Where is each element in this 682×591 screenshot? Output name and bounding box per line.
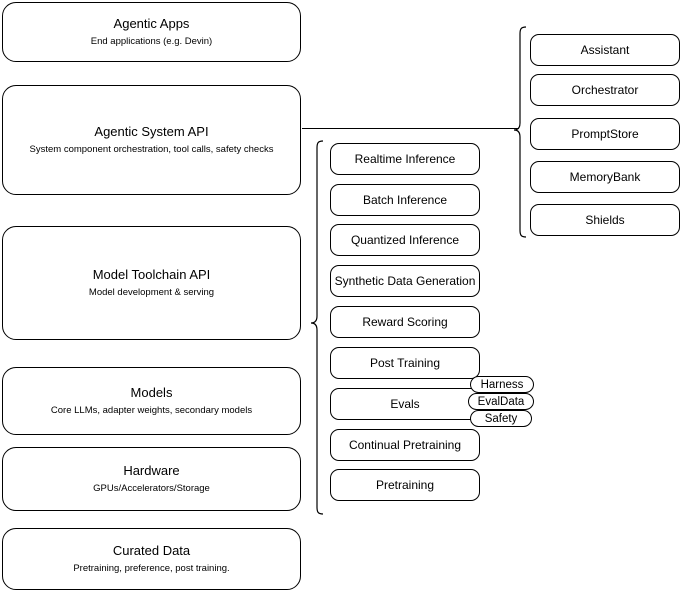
capability-box-post-training[interactable]: Post Training (330, 347, 480, 379)
capability-box-synthetic-data-generation[interactable]: Synthetic Data Generation (330, 265, 480, 297)
layer-subtitle: Pretraining, preference, post training. (73, 563, 230, 575)
layer-box-models[interactable]: Models Core LLMs, adapter weights, secon… (2, 367, 301, 435)
layer-title: Agentic System API (94, 123, 209, 139)
component-label: Assistant (580, 42, 630, 57)
capability-box-continual-pretraining[interactable]: Continual Pretraining (330, 429, 480, 461)
layer-box-hardware[interactable]: Hardware GPUs/Accelerators/Storage (2, 447, 301, 511)
layer-box-agentic-apps[interactable]: Agentic Apps End applications (e.g. Devi… (2, 2, 301, 62)
capability-box-pretraining[interactable]: Pretraining (330, 469, 480, 501)
brace-toolchain-capabilities (310, 140, 324, 515)
component-label: PromptStore (571, 126, 639, 141)
capability-label: Realtime Inference (354, 151, 456, 166)
capability-box-realtime-inference[interactable]: Realtime Inference (330, 143, 480, 175)
component-label: Orchestrator (571, 82, 639, 97)
capability-label: Quantized Inference (350, 232, 460, 247)
capability-label: Pretraining (375, 477, 435, 492)
eval-badge-evaldata[interactable]: EvalData (468, 393, 534, 410)
eval-badge-harness[interactable]: Harness (470, 376, 534, 393)
layer-box-curated-data[interactable]: Curated Data Pretraining, preference, po… (2, 528, 301, 590)
capability-label: Synthetic Data Generation (334, 273, 476, 288)
layer-box-agentic-system-api[interactable]: Agentic System API System component orch… (2, 85, 301, 195)
layer-title: Model Toolchain API (92, 266, 211, 282)
component-label: Shields (585, 212, 625, 227)
layer-subtitle: System component orchestration, tool cal… (29, 144, 274, 156)
eval-badge-safety[interactable]: Safety (470, 410, 532, 427)
component-box-assistant[interactable]: Assistant (530, 34, 680, 66)
capability-box-evals[interactable]: Evals (330, 388, 480, 420)
capability-label: Batch Inference (362, 192, 448, 207)
layer-subtitle: Model development & serving (88, 287, 215, 299)
layer-title: Curated Data (112, 542, 191, 558)
connector-line-system-api-to-components (302, 128, 519, 129)
layer-subtitle: GPUs/Accelerators/Storage (93, 483, 210, 495)
component-box-promptstore[interactable]: PromptStore (530, 118, 680, 150)
layer-title: Agentic Apps (113, 15, 190, 31)
layer-title: Models (130, 384, 173, 400)
capability-label: Reward Scoring (362, 314, 448, 329)
component-box-shields[interactable]: Shields (530, 204, 680, 236)
layer-subtitle: Core LLMs, adapter weights, secondary mo… (50, 405, 253, 417)
layer-box-model-toolchain-api[interactable]: Model Toolchain API Model development & … (2, 226, 301, 340)
component-box-orchestrator[interactable]: Orchestrator (530, 74, 680, 106)
capability-label: Post Training (369, 355, 441, 370)
capability-box-quantized-inference[interactable]: Quantized Inference (330, 224, 480, 256)
capability-box-batch-inference[interactable]: Batch Inference (330, 184, 480, 216)
capability-box-reward-scoring[interactable]: Reward Scoring (330, 306, 480, 338)
component-box-memorybank[interactable]: MemoryBank (530, 161, 680, 193)
brace-system-components (513, 26, 527, 238)
capability-label: Evals (390, 396, 420, 411)
component-label: MemoryBank (569, 169, 641, 184)
capability-label: Continual Pretraining (348, 437, 462, 452)
layer-title: Hardware (123, 462, 180, 478)
layer-subtitle: End applications (e.g. Devin) (90, 36, 213, 48)
